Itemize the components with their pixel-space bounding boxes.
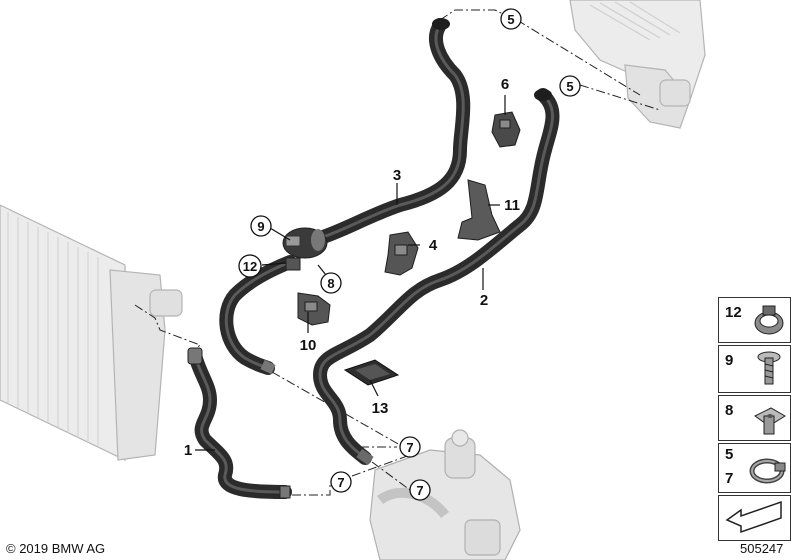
radiator-top-right: [569, 0, 706, 129]
callout-7-mid-label: 7: [406, 440, 413, 455]
hose-clamp-icon: [749, 458, 786, 484]
nut-icon: [754, 407, 786, 435]
legend-box-8: 8: [718, 395, 791, 441]
callout-2: 2: [480, 292, 488, 309]
hose-left-loop: [219, 255, 301, 375]
callout-10: 10: [300, 337, 317, 354]
legend-label-9: 9: [725, 352, 734, 369]
callout-5-right: 5: [559, 75, 581, 97]
callout-7-bottom-right-label: 7: [416, 483, 423, 498]
legend-box-arrow: [718, 495, 791, 541]
callout-1: 1: [184, 442, 192, 459]
radiator-left: [0, 204, 183, 461]
legend-label-12: 12: [725, 304, 742, 321]
callout-9-label: 9: [257, 219, 264, 234]
bracket-4: [384, 231, 419, 276]
reference-number: 505247: [740, 541, 784, 556]
callout-12-label: 12: [243, 259, 257, 274]
callout-13: 13: [372, 400, 389, 417]
hose-3: [313, 18, 471, 245]
branch-connector: [282, 227, 328, 259]
clip-6: [491, 111, 521, 148]
legend-label-7: 7: [725, 470, 734, 487]
callout-11: 11: [504, 197, 520, 214]
hose-1: [187, 347, 292, 499]
callout-7-bottom-right: 7: [409, 479, 431, 501]
callout-leaders: [195, 95, 506, 451]
legend-box-9: 9: [718, 345, 791, 393]
callout-5-top-label: 5: [507, 12, 514, 27]
clamp-icon: [754, 305, 784, 335]
arrow-icon: [725, 500, 782, 534]
hose-2: [313, 88, 560, 466]
callout-5-right-label: 5: [566, 79, 573, 94]
legend-label-8: 8: [725, 402, 734, 419]
pad-13: [343, 359, 400, 386]
callout-5-top: 5: [500, 8, 522, 30]
callout-6: 6: [501, 76, 509, 93]
legend-label-5: 5: [725, 446, 734, 463]
callout-12: 12: [238, 254, 262, 278]
callout-9: 9: [250, 215, 272, 237]
callout-3: 3: [393, 167, 401, 184]
callout-8-label: 8: [327, 276, 334, 291]
copyright-text: © 2019 BMW AG: [6, 541, 106, 556]
callout-7-bottom-left-label: 7: [337, 475, 344, 490]
callout-7-mid: 7: [399, 436, 421, 458]
screw-icon: [757, 351, 781, 385]
callout-4: 4: [429, 237, 438, 254]
callout-8: 8: [320, 272, 342, 294]
legend-box-5-7: 5 7: [718, 443, 791, 493]
engine-ghost: [369, 429, 521, 560]
bracket-11: [457, 179, 501, 241]
legend-box-12: 12: [718, 297, 791, 343]
callout-7-bottom-left: 7: [330, 471, 352, 493]
bracket-10: [297, 292, 331, 326]
